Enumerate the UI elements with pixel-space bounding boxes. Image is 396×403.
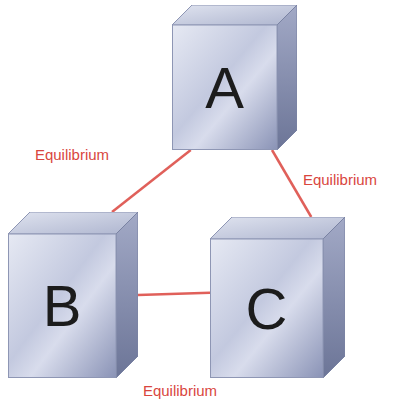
cube-letter: C	[210, 239, 323, 378]
cube-front-face	[211, 239, 324, 378]
cube-node: A	[172, 5, 297, 150]
cube-top-face	[172, 5, 297, 25]
cube-top-face	[210, 217, 345, 239]
cube-front-face	[9, 234, 117, 378]
edge-label: Equilibrium	[35, 147, 109, 164]
cube-front-face	[173, 25, 278, 150]
cube-side-face	[277, 5, 297, 150]
cube-node: B	[8, 212, 138, 378]
cube-side-face	[116, 212, 138, 378]
cube-letter: A	[172, 25, 277, 150]
cube-side-face	[323, 217, 345, 378]
cube-letter: B	[8, 234, 116, 378]
cube-top-face	[8, 212, 138, 234]
equilibrium-line	[138, 293, 210, 295]
equilibrium-line	[112, 150, 191, 212]
edge-label: Equilibrium	[143, 383, 217, 400]
cube-node: C	[210, 217, 345, 378]
edge-label: Equilibrium	[303, 172, 377, 189]
